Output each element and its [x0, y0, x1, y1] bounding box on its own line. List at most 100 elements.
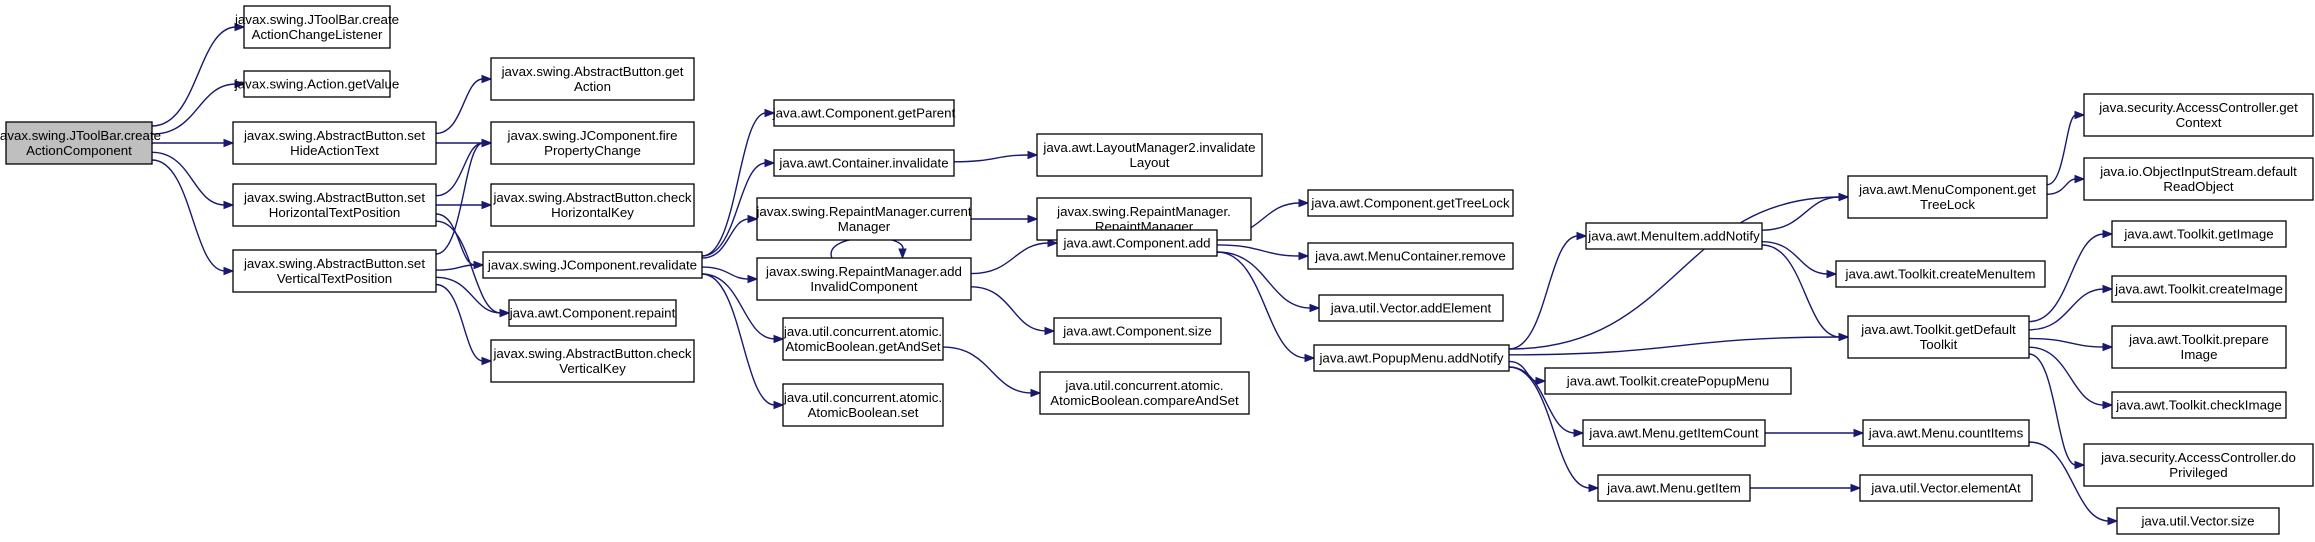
edge-arrowhead	[2074, 460, 2086, 470]
edge-arrowhead	[2074, 174, 2086, 184]
node-n8[interactable]: javax.swing.AbstractButton.checkHorizont…	[490, 183, 695, 227]
edge-line	[1508, 336, 1841, 356]
node-box	[1835, 260, 2046, 288]
node-n28[interactable]: java.awt.Toolkit.createPopupMenu	[1544, 367, 1792, 395]
node-n36[interactable]: java.security.AccessController.getContex…	[2083, 93, 2314, 137]
edge-n15-n20	[970, 238, 1059, 275]
node-n31[interactable]: java.awt.MenuComponent.getTreeLock	[1847, 175, 2048, 219]
node-n16[interactable]: java.util.concurrent.atomic.AtomicBoolea…	[782, 317, 944, 361]
edge-n5-n10	[435, 276, 511, 318]
node-box	[1053, 317, 1222, 345]
edge-n26-n28	[1508, 360, 1547, 386]
edge-arrowhead	[223, 266, 235, 276]
edge-arrowhead	[2102, 229, 2114, 239]
node-box	[243, 70, 391, 98]
node-n26[interactable]: java.awt.PopupMenu.addNotify	[1313, 344, 1510, 372]
node-label: java.awt.MenuItem.addNotify	[1587, 229, 1760, 244]
edge-arrowhead	[898, 248, 907, 260]
edge-n9-n17	[701, 273, 785, 410]
edge-n16-n22	[942, 346, 1042, 398]
node-box	[773, 99, 955, 127]
node-n39[interactable]: java.awt.Toolkit.createImage	[2111, 275, 2287, 303]
node-n27[interactable]: java.awt.MenuItem.addNotify	[1585, 222, 1763, 250]
node-n34[interactable]: java.awt.Menu.countItems	[1862, 419, 2030, 447]
node-n24[interactable]: java.awt.MenuContainer.remove	[1307, 242, 1514, 270]
node-label: Layout	[1130, 155, 1170, 170]
node-n13[interactable]: java.awt.Container.invalidate	[773, 149, 955, 177]
node-n29[interactable]: java.awt.Menu.getItemCount	[1582, 419, 1766, 447]
node-n43[interactable]: java.util.Vector.size	[2116, 507, 2280, 535]
node-n35[interactable]: java.util.Vector.elementAt	[1859, 474, 2033, 502]
node-n0[interactable]: javax.swing.JToolBar.createActionCompone…	[0, 121, 161, 165]
node-label: java.awt.LayoutManager2.invalidate	[1042, 140, 1255, 155]
node-label: java.awt.Toolkit.getImage	[2123, 227, 2273, 242]
edge-n20-n25	[1216, 251, 1321, 313]
node-label: java.awt.Component.getTreeLock	[1310, 196, 1510, 211]
edge-line	[2028, 353, 2077, 466]
node-label: HideActionText	[290, 143, 379, 158]
edge-n9-n12	[701, 108, 776, 257]
node-n3[interactable]: javax.swing.AbstractButton.setHideAction…	[232, 121, 437, 165]
edge-n9-n15	[701, 266, 759, 284]
node-n5[interactable]: javax.swing.AbstractButton.setVerticalTe…	[232, 249, 437, 293]
node-label: java.awt.Component.repaint	[509, 306, 676, 321]
node-n15[interactable]: javax.swing.RepaintManager.addInvalidCom…	[756, 257, 972, 301]
edge-line	[1216, 251, 1312, 309]
edge-line	[2046, 114, 2077, 186]
node-n42[interactable]: java.security.AccessController.doPrivile…	[2083, 443, 2314, 487]
node-n23[interactable]: java.awt.Component.getTreeLock	[1307, 189, 1514, 217]
node-n20[interactable]: java.awt.Component.add	[1056, 229, 1218, 257]
edge-arrowhead	[764, 158, 776, 168]
node-n21[interactable]: java.awt.Component.size	[1053, 317, 1222, 345]
node-n4[interactable]: javax.swing.AbstractButton.setHorizontal…	[232, 183, 437, 227]
node-label: AtomicBoolean.compareAndSet	[1050, 393, 1239, 408]
node-box	[2083, 93, 2314, 137]
node-n25[interactable]: java.util.Vector.addElement	[1318, 294, 1504, 322]
node-n22[interactable]: java.util.concurrent.atomic.AtomicBoolea…	[1039, 371, 1250, 415]
node-box	[1056, 229, 1218, 257]
edge-line	[970, 286, 1047, 332]
edge-arrowhead	[1838, 332, 1850, 342]
node-label: java.util.Vector.size	[2140, 514, 2254, 529]
node-label: javax.swing.RepaintManager.current	[755, 204, 971, 219]
node-n41[interactable]: java.awt.Toolkit.checkImage	[2111, 391, 2287, 419]
node-label: java.awt.Component.add	[1062, 236, 1210, 251]
nodes-layer: javax.swing.JToolBar.createActionCompone…	[0, 5, 2314, 535]
node-label: java.util.Vector.elementAt	[1870, 481, 2021, 496]
edge-arrowhead	[1044, 326, 1056, 336]
node-box	[1318, 294, 1504, 322]
node-n30[interactable]: java.awt.Menu.getItem	[1597, 474, 1751, 502]
node-n11[interactable]: javax.swing.AbstractButton.checkVertical…	[490, 339, 695, 383]
node-n38[interactable]: java.awt.Toolkit.getImage	[2111, 220, 2287, 248]
node-n2[interactable]: javax.swing.Action.getValue	[234, 70, 400, 98]
node-n10[interactable]: java.awt.Component.repaint	[508, 299, 677, 327]
node-n14[interactable]: javax.swing.RepaintManager.currentManage…	[755, 197, 972, 241]
node-label: java.awt.Toolkit.createImage	[2114, 282, 2283, 297]
edge-arrowhead	[473, 260, 485, 270]
node-label: javax.swing.JComponent.revalidate	[487, 258, 697, 273]
edge-arrowhead	[481, 138, 493, 148]
edge-arrowhead	[2102, 400, 2114, 410]
node-n17[interactable]: java.util.concurrent.atomic.AtomicBoolea…	[782, 383, 944, 427]
node-n9[interactable]: javax.swing.JComponent.revalidate	[482, 251, 703, 279]
node-n7[interactable]: javax.swing.JComponent.firePropertyChang…	[490, 121, 695, 165]
edge-arrowhead	[1047, 238, 1059, 248]
edge-line	[151, 151, 226, 206]
node-n37[interactable]: java.io.ObjectInputStream.defaultReadObj…	[2083, 157, 2314, 201]
node-label: Context	[2176, 115, 2222, 130]
edge-n15-n21	[970, 286, 1056, 336]
node-n1[interactable]: javax.swing.JToolBar.createActionChangeL…	[234, 5, 399, 49]
edge-arrowhead	[2102, 342, 2114, 352]
edge-n9-n14	[701, 214, 759, 259]
node-label: javax.swing.Action.getValue	[234, 77, 400, 92]
node-box	[1859, 474, 2033, 502]
node-n12[interactable]: java.awt.Component.getParent	[772, 99, 956, 127]
node-n32[interactable]: java.awt.Toolkit.createMenuItem	[1835, 260, 2046, 288]
edge-n26-n30	[1508, 366, 1600, 493]
edge-n0-n4	[151, 151, 235, 210]
node-label: java.awt.Menu.getItem	[1606, 481, 1741, 496]
